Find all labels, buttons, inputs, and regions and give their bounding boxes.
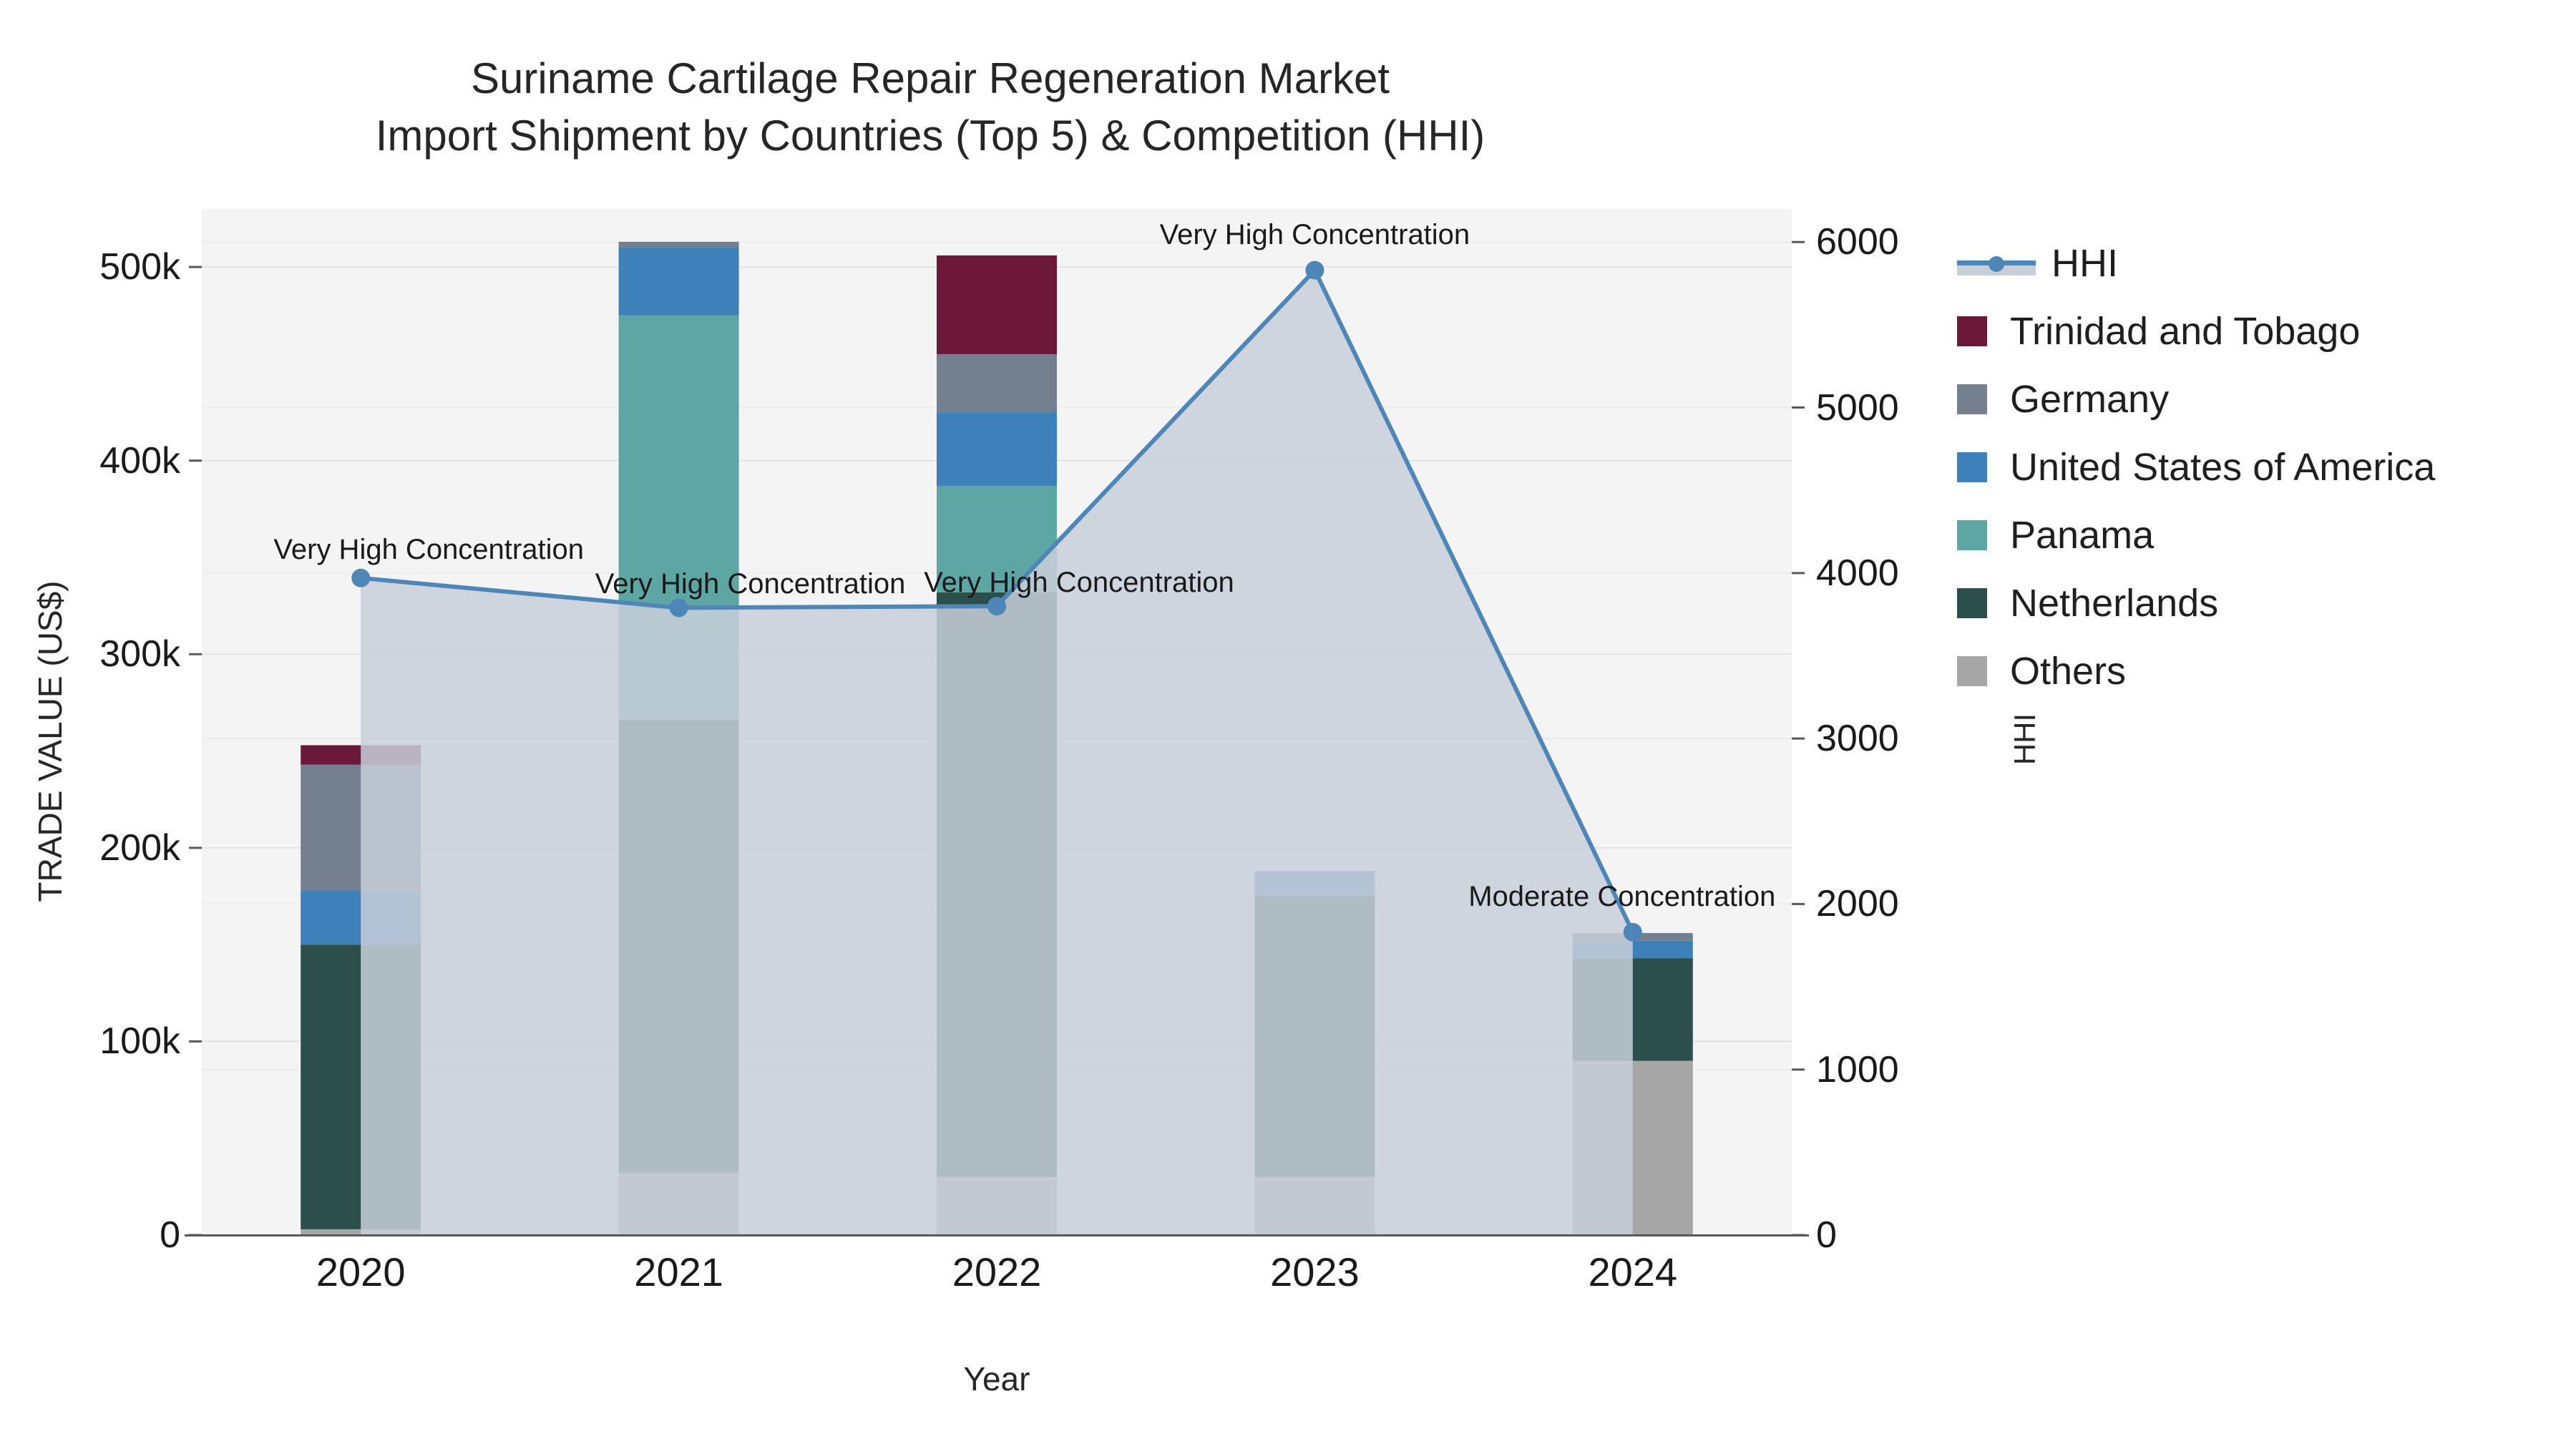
legend-item[interactable]: Trinidad and Tobago: [1957, 297, 2558, 365]
y-axis-left-tick-label: 100k: [99, 1020, 180, 1063]
y-axis-right-tick-label: 4000: [1816, 552, 1899, 594]
x-axis-tick-label: 2024: [1588, 1249, 1678, 1294]
y-axis-left-tick-label: 300k: [99, 633, 180, 675]
x-axis-tick-label: 2023: [1270, 1249, 1360, 1294]
legend-color-swatch-icon: [1957, 384, 1987, 414]
y-axis-left-tick-label: 0: [160, 1214, 180, 1256]
legend-item-label: Trinidad and Tobago: [2010, 309, 2361, 353]
y-axis-right-tick-label: 2000: [1816, 883, 1899, 925]
y-axis-right-tick-label: 6000: [1816, 221, 1899, 263]
x-axis-label: Year: [963, 1360, 1030, 1397]
legend-item[interactable]: Netherlands: [1957, 569, 2558, 637]
legend-item[interactable]: Germany: [1957, 365, 2558, 433]
legend-item[interactable]: Panama: [1957, 501, 2558, 569]
y-axis-left-tick-label: 400k: [99, 439, 180, 482]
y-axis-right-tick-label: 5000: [1816, 386, 1899, 429]
y-axis-right-tick-label: 3000: [1816, 718, 1899, 760]
chart-title: Suriname Cartilage Repair Regeneration M…: [375, 54, 1485, 160]
plot-area: [202, 209, 1792, 1235]
x-axis-tick-label: 2020: [316, 1249, 406, 1294]
legend-item-label: Netherlands: [2010, 581, 2219, 625]
hhi-annotation-label: Very High Concentration: [595, 568, 906, 600]
legend-item-label: HHI: [2051, 241, 2118, 285]
y-axis-left-label: TRADE VALUE (US$): [31, 580, 69, 902]
legend-item-label: Others: [2010, 649, 2127, 693]
hhi-annotation-label: Moderate Concentration: [1468, 880, 1776, 912]
legend-item[interactable]: United States of America: [1957, 433, 2558, 501]
legend-color-swatch-icon: [1957, 316, 1987, 346]
legend-color-swatch-icon: [1957, 655, 1987, 686]
x-axis-tick-label: 2021: [634, 1249, 723, 1294]
hhi-annotation-label: Very High Concentration: [924, 567, 1234, 599]
hhi-annotation-label: Very High Concentration: [1159, 218, 1470, 250]
y-axis-right-tick-label: 1000: [1816, 1048, 1899, 1091]
y-axis-left-tick-label: 200k: [99, 826, 180, 869]
legend-item[interactable]: Others: [1957, 637, 2558, 705]
x-axis-line: [185, 1234, 1809, 1236]
y-axis-right-tick-label: 0: [1816, 1214, 1837, 1256]
legend-color-swatch-icon: [1957, 587, 1987, 618]
legend-item[interactable]: HHI: [1957, 229, 2558, 297]
legend-item-label: Panama: [2010, 513, 2155, 557]
legend-color-swatch-icon: [1957, 452, 1987, 482]
legend-dot-icon: [1989, 255, 2004, 272]
legend-color-swatch-icon: [1957, 519, 1987, 550]
y-axis-left-tick-label: 500k: [99, 246, 180, 288]
legend-line-marker-icon: [1957, 248, 2036, 278]
legend-item-label: United States of America: [2010, 445, 2436, 489]
legend-item-label: Germany: [2010, 377, 2170, 421]
x-axis-tick-label: 2022: [952, 1249, 1042, 1294]
hhi-annotation-label: Very High Concentration: [273, 533, 584, 565]
